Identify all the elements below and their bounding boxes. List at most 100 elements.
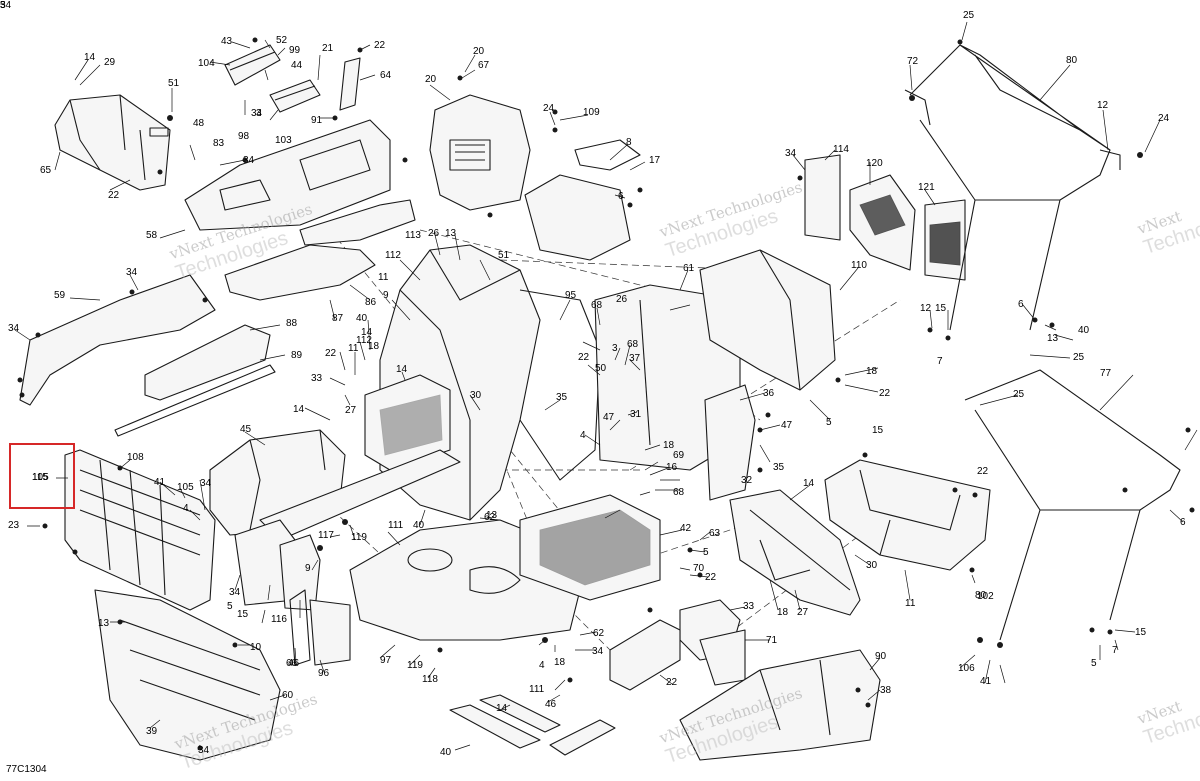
callout-label: 20 — [473, 46, 485, 57]
callout-label: 112 — [356, 335, 372, 346]
part-114-panel — [804, 154, 841, 241]
callout-label: 11 — [348, 343, 359, 354]
callout-label: 4 — [183, 503, 189, 514]
part-104-bracket — [224, 44, 321, 113]
callout-label: 106 — [958, 663, 975, 674]
callout-label: 7 — [1112, 645, 1118, 656]
callout-label: 15 — [872, 425, 884, 436]
callout-label: 34 — [200, 478, 212, 489]
callout-label: 34 — [243, 155, 255, 166]
callout-label: 34 — [126, 267, 138, 278]
callout-label: 13 — [445, 228, 457, 239]
callout-label: 18 — [368, 341, 380, 352]
callout-label: 47 — [781, 420, 793, 431]
callout-label: 34 — [251, 108, 263, 119]
callout-label: 14 — [361, 327, 373, 338]
callout-label: 22 — [374, 40, 386, 51]
callout-label: 91 — [311, 115, 323, 126]
callout-label: 4 — [580, 430, 586, 441]
callout-label: 86 — [365, 297, 377, 308]
callout-label: 9 — [305, 563, 311, 574]
callout-label: 4 — [539, 660, 545, 671]
callout-label: 5 — [703, 547, 709, 558]
callout-label: 68 — [673, 487, 685, 498]
part-119-panel — [289, 589, 351, 666]
callout-label: 31 — [630, 409, 642, 420]
part-39-bars — [449, 694, 616, 756]
callout-label: 119 — [351, 532, 367, 543]
callout-label: 6 — [1180, 517, 1186, 528]
callout-label: 67 — [478, 60, 490, 71]
part-88-rail — [114, 324, 276, 437]
part-70-grate — [519, 494, 661, 601]
callout-label: 40 — [1078, 325, 1090, 336]
callout-label: 33 — [311, 373, 323, 384]
part-105-grill — [64, 449, 216, 611]
callout-label: 6 — [1018, 299, 1024, 310]
callout-label: 29 — [104, 57, 116, 68]
part-60-panel — [679, 649, 881, 761]
callout-label: 40 — [356, 313, 368, 324]
callout-label: 5 — [227, 601, 233, 612]
callout-label: 103 — [275, 135, 292, 146]
highlight-box[interactable] — [9, 443, 75, 509]
callout-label: 115 — [32, 472, 48, 483]
callout-label: 109 — [583, 107, 600, 118]
callout-label: 105 — [177, 482, 194, 493]
callout-label: 41 — [154, 477, 166, 488]
leader-lines — [14, 21, 1198, 751]
callout-label: 108 — [127, 452, 144, 463]
callout-label: 62 — [593, 628, 605, 639]
callout-label: 114 — [833, 144, 849, 155]
callout-label: 38 — [880, 685, 892, 696]
callout-label: 30 — [470, 390, 482, 401]
part-77-cage — [964, 369, 1181, 641]
callout-label: 27 — [797, 607, 809, 618]
callout-label: 22 — [977, 466, 989, 477]
callout-label: 16 — [666, 462, 678, 473]
part-64-handle — [339, 57, 361, 111]
callout-label: 21 — [322, 43, 334, 54]
callout-label: 22 — [578, 352, 590, 363]
callout-label: 3 — [256, 108, 262, 119]
callout-label: 40 — [440, 747, 452, 758]
callout-label: 34 — [785, 148, 797, 159]
callout-label: 110 — [851, 260, 867, 271]
callout-label: 20 — [425, 74, 437, 85]
callout-label: 120 — [866, 158, 883, 169]
callout-label: 5 — [826, 417, 832, 428]
callout-label: 22 — [108, 190, 120, 201]
callout-label: 3 — [0, 0, 6, 11]
callout-label: 37 — [629, 353, 641, 364]
callout-label: 119 — [407, 660, 423, 671]
callout-label: 9 — [383, 290, 389, 301]
callout-label: 77 — [1100, 368, 1112, 379]
callout-label: 18 — [777, 607, 789, 618]
callout-label: 46 — [545, 699, 557, 710]
callout-label: 25 — [963, 10, 975, 21]
callout-label: 70 — [693, 563, 705, 574]
callout-label: 15 — [1135, 627, 1147, 638]
callout-label: 34 — [8, 323, 20, 334]
callout-label: 45 — [240, 424, 252, 435]
callout-label: 61 — [683, 263, 695, 274]
callout-label: 104 — [198, 58, 215, 69]
callout-label: 13 — [98, 618, 110, 629]
part-30-step — [364, 374, 451, 471]
callout-label: 71 — [766, 635, 778, 646]
callout-label: 51 — [498, 250, 510, 261]
callout-label: 68 — [627, 339, 639, 350]
callout-label: 27 — [345, 405, 357, 416]
callout-label: 15 — [237, 609, 249, 620]
callout-label: 26 — [428, 228, 440, 239]
callout-label: 12 — [1097, 100, 1109, 111]
callout-label: 88 — [286, 318, 298, 329]
callout-label: 6 — [618, 191, 624, 202]
callout-label: 33 — [743, 601, 755, 612]
callout-label: 96 — [318, 668, 330, 679]
callout-label: 12 — [920, 303, 932, 314]
callout-label: 22 — [705, 572, 717, 583]
callout-label: 24 — [1158, 113, 1170, 124]
callout-label: 34 — [592, 646, 604, 657]
